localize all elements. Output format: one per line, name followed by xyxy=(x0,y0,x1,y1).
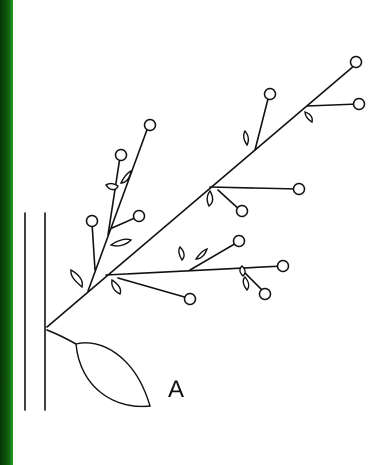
bud xyxy=(292,182,306,196)
main-stem xyxy=(24,212,46,411)
leaf xyxy=(109,238,133,247)
bud xyxy=(276,259,290,273)
bud xyxy=(258,287,272,301)
small-leaves xyxy=(70,111,313,295)
secondary-branches xyxy=(87,94,359,299)
main-branch-axis xyxy=(46,64,356,328)
terminal-buds xyxy=(85,55,366,306)
leaf xyxy=(194,247,209,260)
leaf xyxy=(242,129,250,147)
figure-label: A xyxy=(168,376,184,403)
bud xyxy=(132,209,146,223)
leaf xyxy=(239,265,246,277)
leaf xyxy=(111,278,122,295)
leaf xyxy=(304,111,313,124)
bud xyxy=(232,234,246,248)
bud xyxy=(114,148,128,162)
bud xyxy=(349,55,363,69)
leaf xyxy=(242,275,250,292)
bud xyxy=(352,97,366,111)
bud xyxy=(263,87,277,101)
leaf xyxy=(105,182,119,191)
leaf xyxy=(206,189,214,208)
leaf xyxy=(119,169,132,184)
bud xyxy=(183,292,197,306)
bud xyxy=(85,214,99,228)
leaf xyxy=(178,245,185,262)
figure-panel xyxy=(12,0,380,465)
bud xyxy=(143,118,157,132)
leaf xyxy=(70,268,84,289)
panel-border xyxy=(11,0,13,465)
bud xyxy=(235,204,249,218)
subtending-leaf xyxy=(46,329,151,408)
